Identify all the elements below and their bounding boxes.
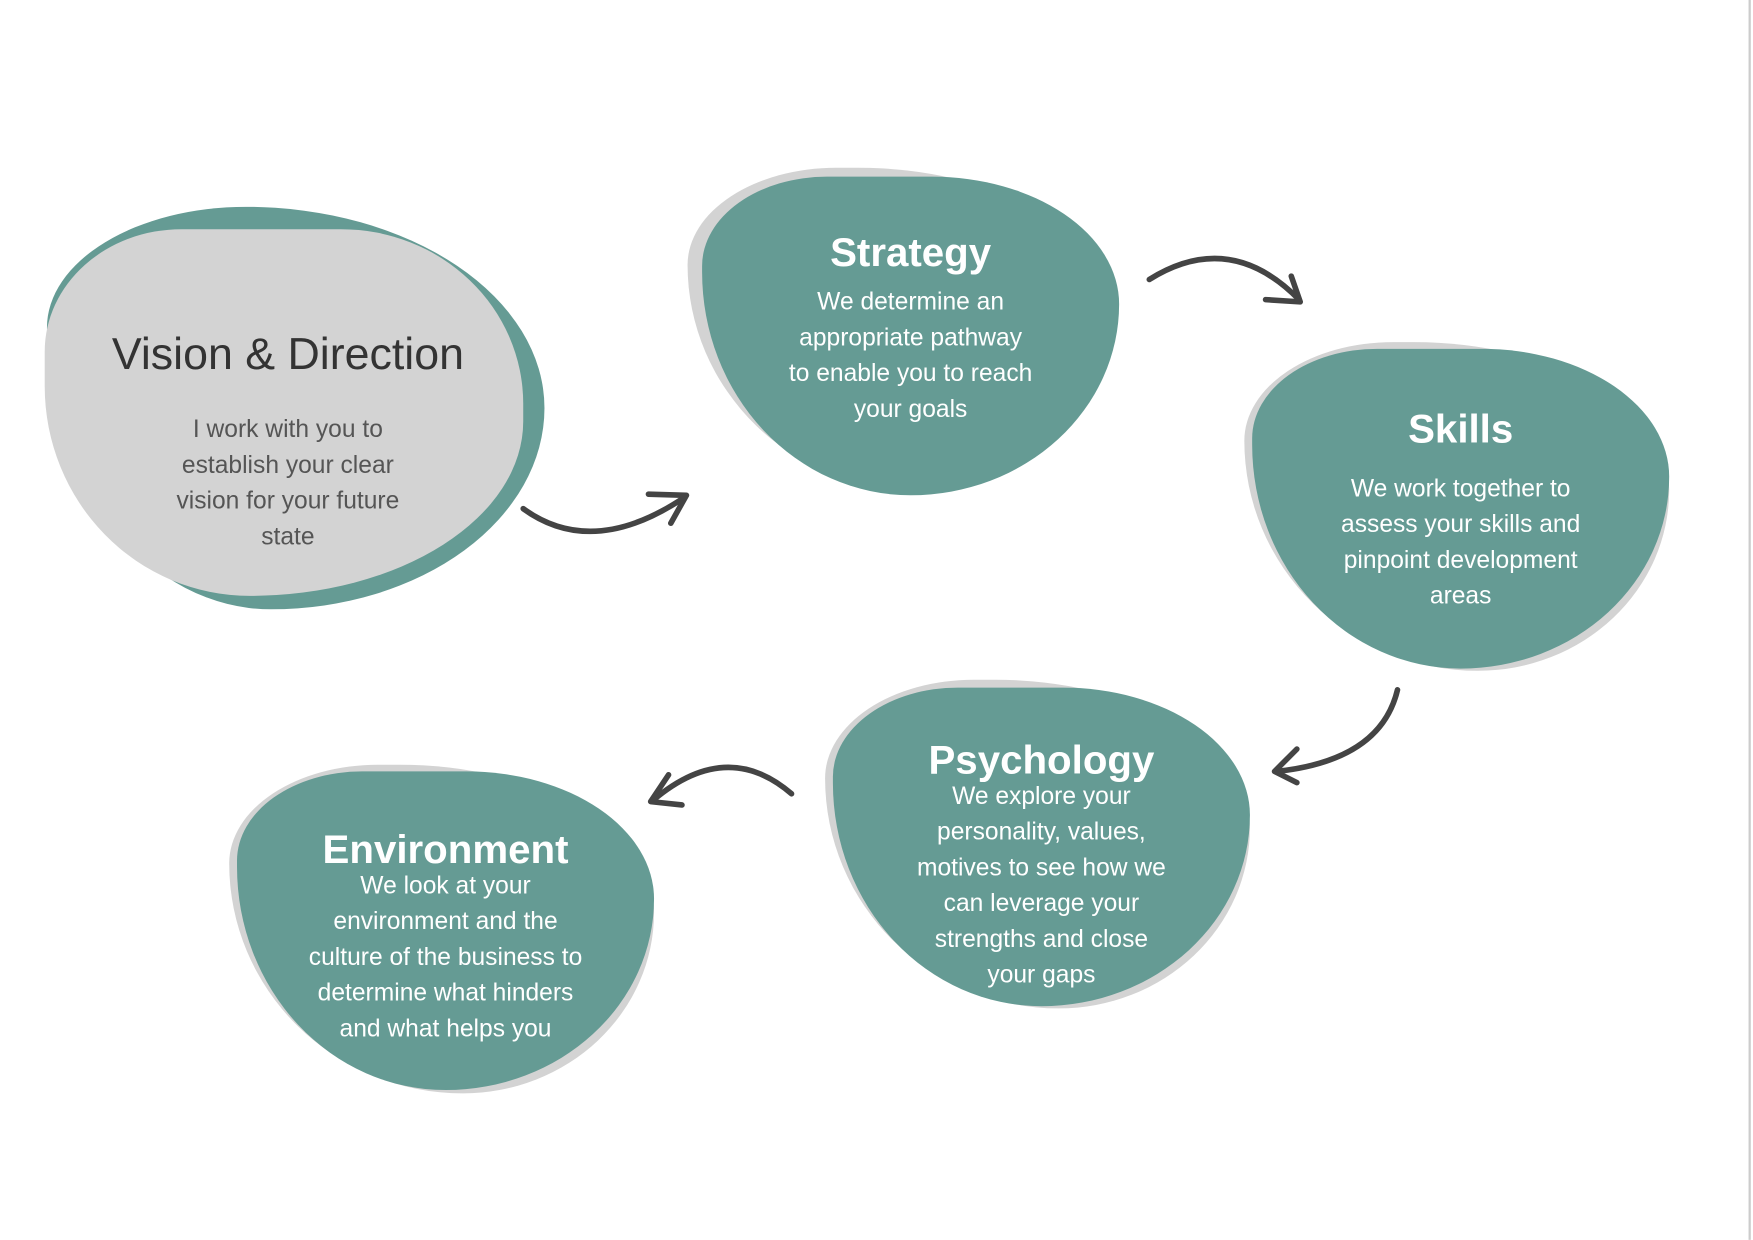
arrow-strategy-to-skills-icon — [1146, 255, 1304, 305]
arrow-skills-to-psychology-icon — [1271, 687, 1401, 786]
step-title: Psychology — [928, 736, 1155, 783]
arrow-vision-to-strategy-icon — [520, 491, 690, 535]
arrow-psychology-to-environment-icon — [647, 764, 795, 808]
step-title: Vision & Direction — [111, 329, 464, 380]
page-edge-divider — [1748, 0, 1751, 1240]
step-title: Skills — [1408, 405, 1514, 452]
step-title: Environment — [322, 826, 569, 873]
vision-blob-front — [44, 229, 524, 596]
step-title: Strategy — [830, 229, 992, 276]
